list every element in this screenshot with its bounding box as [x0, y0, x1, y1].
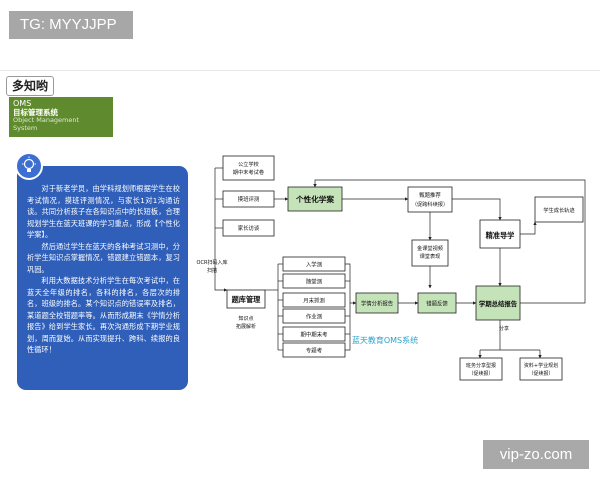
node-report-b: 资料+学业规划 （促续报）	[519, 357, 563, 381]
node-precise-label: 精准导学	[486, 231, 515, 240]
node-precise: 精准导学	[479, 219, 521, 249]
ocr-label: OCR扫码入库	[197, 259, 228, 266]
node-test-topic-label: 专题考	[306, 347, 323, 355]
svg-text:拓展解析: 拓展解析	[236, 323, 256, 330]
oms-english-2: System	[13, 123, 38, 132]
node-summary-report-label: 学期总结报告	[479, 299, 518, 308]
svg-text:期中末考试卷: 期中末考试卷	[233, 168, 265, 176]
node-question-bank-label: 题库管理	[231, 295, 262, 304]
node-test-homework-label: 作业测	[306, 313, 322, 321]
desc-paragraph-2: 然后通过学生在蓝天的各种考试习测中，分析学生知识点掌握情况，错题建立错题本，复习…	[27, 241, 180, 274]
node-test-entry-label: 入学测	[306, 261, 322, 269]
node-parent-talk: 家长访谈	[222, 219, 275, 237]
svg-text:（促续报）: （促续报）	[528, 370, 553, 377]
node-feedback: 错题反馈	[417, 292, 457, 314]
node-placement: 摸班评测	[222, 190, 275, 208]
lightbulb-icon	[15, 152, 43, 180]
share-label: 分享	[499, 325, 509, 332]
brand-logo: 多知哟	[6, 76, 54, 96]
node-analysis-report-label: 学情分析报告	[361, 300, 394, 308]
oms-title: OMS	[13, 99, 32, 108]
svg-text:资料+学业规划: 资料+学业规划	[524, 362, 558, 369]
svg-text:（促续报）: （促续报）	[468, 370, 493, 377]
svg-text:甄题推荐: 甄题推荐	[419, 191, 441, 199]
node-test-homework: 作业测	[282, 308, 346, 324]
svg-text:金课堂视频: 金课堂视频	[417, 244, 444, 252]
watermark: vip-zo.com	[483, 440, 589, 469]
node-lecture: 金课堂视频 课堂表现	[411, 239, 449, 267]
node-test-midfinal: 期中期末考	[282, 326, 346, 342]
node-report-a: 班务分享型报 （促续报）	[459, 357, 503, 381]
oms-flow-diagram: 公立学校 期中末考试卷 摸班评测 家长访谈 个性化学案 甄题推荐 （促跨科续报）…	[197, 155, 586, 381]
header-divider	[0, 70, 600, 71]
node-parent-talk-label: 家长访谈	[238, 224, 260, 232]
oms-subtitle: 目标管理系统	[13, 108, 58, 117]
ocr-sub-label: 扫描	[207, 267, 217, 274]
node-personal-plan: 个性化学案	[287, 186, 343, 212]
node-question-bank: 题库管理	[226, 289, 266, 309]
tg-tag: TG: MYYJJPP	[9, 11, 133, 39]
oms-title-box: OMS 目标管理系统 Object Management System	[9, 97, 113, 137]
node-test-class-label: 随堂测	[306, 278, 322, 286]
node-summary-report: 学期总结报告	[475, 285, 521, 321]
description-panel: 对于新老学员，由学科规划师根据学生在校考试情况，摸班评测情况，与家长1对1沟通访…	[17, 166, 188, 390]
node-analysis-report: 学情分析报告	[355, 292, 399, 314]
svg-text:课堂表现: 课堂表现	[420, 252, 441, 260]
node-personal-plan-label: 个性化学案	[295, 194, 334, 204]
node-test-topic: 专题考	[282, 342, 346, 358]
node-test-class: 随堂测	[282, 273, 346, 289]
node-test-midfinal-label: 期中期末考	[301, 331, 329, 339]
node-recommend: 甄题推荐 （促跨科续报）	[407, 186, 453, 213]
node-test-month: 月末抓测	[282, 292, 346, 308]
kp-label: 知识点	[238, 315, 253, 322]
desc-paragraph-3: 利用大数据技术分析学生在每次考试中，在蓝天全年级的排名，各科的排名，各层次的排名…	[27, 276, 180, 354]
node-test-entry: 入学测	[282, 256, 346, 272]
node-public-exam: 公立学校 期中末考试卷	[222, 155, 275, 181]
node-growth-track-label: 学生成长轨迹	[543, 206, 574, 214]
node-placement-label: 摸班评测	[238, 195, 260, 203]
system-label: 蓝天教育OMS系统	[352, 335, 418, 345]
node-growth-track: 学生成长轨迹	[534, 196, 584, 223]
svg-text:（促跨科续报）: （促跨科续报）	[412, 200, 448, 208]
node-public-exam-label: 公立学校	[238, 160, 259, 168]
desc-paragraph-1: 对于新老学员，由学科规划师根据学生在校考试情况，摸班评测情况，与家长1对1沟通访…	[27, 184, 180, 239]
svg-text:班务分享型报: 班务分享型报	[466, 362, 496, 369]
oms-english-1: Object Management	[13, 116, 80, 124]
node-feedback-label: 错题反馈	[426, 300, 448, 308]
node-test-month-label: 月末抓测	[303, 297, 325, 305]
diagram-connectors	[214, 167, 586, 359]
